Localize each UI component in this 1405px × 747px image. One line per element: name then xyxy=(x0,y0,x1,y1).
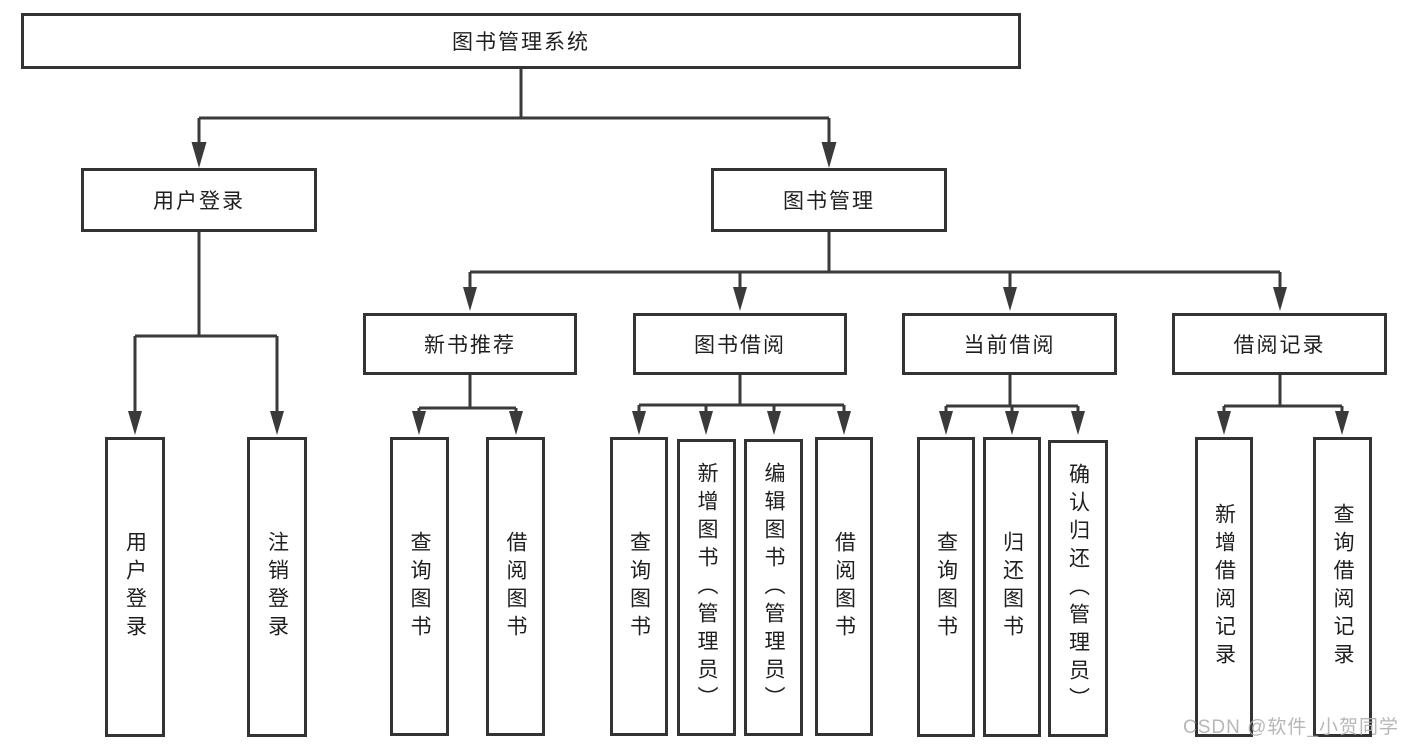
node-borrow-record: 借阅记录 xyxy=(1172,313,1387,375)
node-label: 图书借阅 xyxy=(694,334,786,357)
node-br-add-record: 新增借阅记录 xyxy=(1195,437,1253,737)
node-rec-borrow-books: 借阅图书 xyxy=(486,437,545,736)
connector-current-borrow xyxy=(939,375,1085,435)
node-label: 确认归还（管理员） xyxy=(1066,462,1090,715)
node-label: 查询图书 xyxy=(627,530,651,643)
node-label: 查询借阅记录 xyxy=(1331,503,1354,671)
csdn-watermark: CSDN @软件_小贺同学 xyxy=(1183,717,1399,738)
node-label: 图书管理 xyxy=(783,190,875,213)
node-user-login: 用户登录 xyxy=(81,168,317,232)
node-label: 查询图书 xyxy=(934,531,958,643)
connector-book-mgmt xyxy=(463,232,1287,311)
node-book-borrow: 图书借阅 xyxy=(633,313,847,375)
connector-root xyxy=(191,69,837,168)
node-logout-leaf: 注销登录 xyxy=(247,437,307,737)
connector-user-login xyxy=(128,232,284,435)
node-bb-add-books-admin: 新增图书（管理员） xyxy=(677,439,736,736)
node-label: 用户登录 xyxy=(123,531,147,643)
node-br-query-record: 查询借阅记录 xyxy=(1313,437,1372,737)
node-book-mgmt: 图书管理 xyxy=(711,168,947,232)
connector-new-book-rec xyxy=(412,375,523,435)
node-label: 编辑图书（管理员） xyxy=(762,461,785,714)
node-current-borrow: 当前借阅 xyxy=(902,313,1117,375)
node-bb-edit-books-admin: 编辑图书（管理员） xyxy=(744,439,803,736)
connector-book-borrow xyxy=(632,375,851,435)
node-label: 新增借阅记录 xyxy=(1212,503,1236,671)
node-cb-return-books: 归还图书 xyxy=(983,437,1041,737)
node-label: 当前借阅 xyxy=(963,334,1056,357)
node-rec-query-books: 查询图书 xyxy=(390,437,449,736)
node-label: 新书推荐 xyxy=(424,334,516,357)
node-label: 借阅图书 xyxy=(832,530,856,643)
node-bb-borrow-books: 借阅图书 xyxy=(815,437,873,736)
node-new-book-rec: 新书推荐 xyxy=(363,313,577,375)
node-label: 图书管理系统 xyxy=(452,31,590,54)
node-label: 借阅图书 xyxy=(504,530,527,643)
node-label: 借阅记录 xyxy=(1233,334,1326,357)
node-bb-query-books: 查询图书 xyxy=(610,437,668,736)
node-label: 新增图书（管理员） xyxy=(695,461,718,714)
node-library-system: 图书管理系统 xyxy=(21,13,1021,69)
node-label: 注销登录 xyxy=(265,531,289,643)
node-label: 查询图书 xyxy=(408,530,431,643)
node-label: 用户登录 xyxy=(153,190,245,213)
node-cb-query-books: 查询图书 xyxy=(917,437,975,737)
node-label: 归还图书 xyxy=(1000,531,1024,643)
node-user-login-leaf: 用户登录 xyxy=(105,437,165,737)
connector-borrow-record xyxy=(1217,375,1349,435)
node-cb-confirm-return-admin: 确认归还（管理员） xyxy=(1048,440,1108,737)
